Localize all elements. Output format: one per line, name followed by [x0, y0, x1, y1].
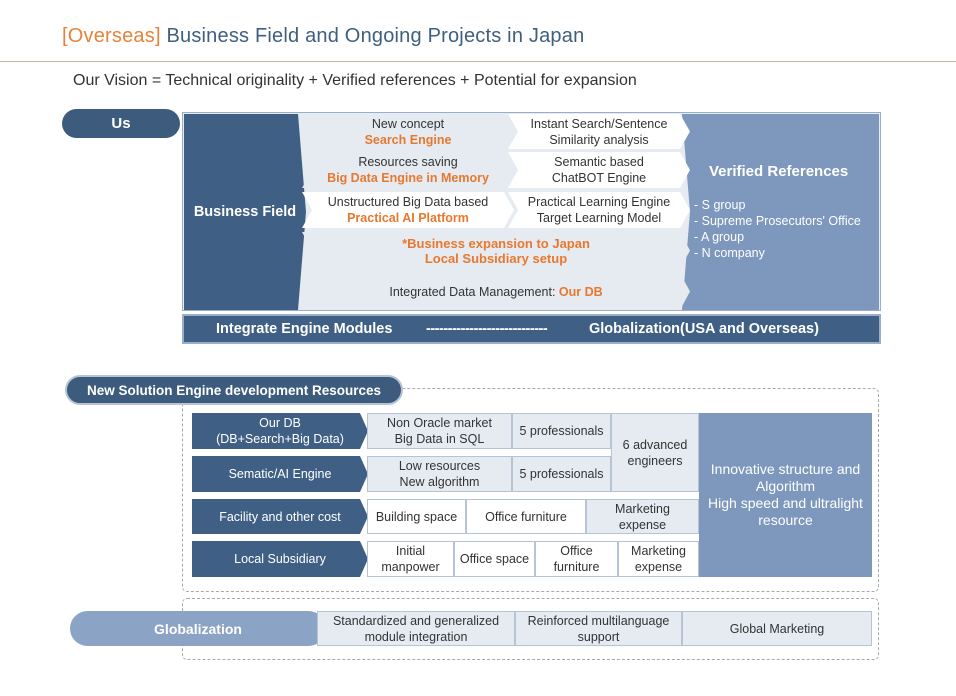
- our-db-label: Our DB (DB+Search+Big Data): [192, 413, 368, 449]
- title-main: Business Field and Ongoing Projects in J…: [166, 25, 585, 47]
- search-engine-cell: New concept Search Engine: [302, 114, 514, 149]
- reference-item: - S group: [694, 198, 746, 212]
- ai-platform-cell: Unstructured Big Data based Practical AI…: [302, 192, 514, 228]
- reference-item: - N company: [694, 246, 765, 260]
- box-text: resource: [758, 512, 813, 528]
- low-resources-cell: Low resources New algorithm: [367, 456, 512, 492]
- cell-text: Resources saving: [358, 155, 458, 169]
- references-title: Verified References: [709, 163, 849, 180]
- module-integration-cell: Standardized and generalized module inte…: [317, 611, 515, 646]
- marketing-expense-cell: Marketing expense: [586, 499, 699, 534]
- cell-text: Standardized and generalized: [332, 613, 500, 628]
- highlight-text: Our DB: [558, 284, 603, 299]
- reference-item: - Supreme Prosecutors' Office: [694, 214, 861, 228]
- cell-text: Semantic based: [554, 155, 644, 169]
- building-space-cell: Building space: [367, 499, 466, 534]
- integrate-label: Integrate Engine Modules: [216, 321, 393, 337]
- cell-text: expense: [618, 517, 667, 532]
- references-list: - S group - Supreme Prosecutors' Office …: [694, 197, 861, 261]
- chatbot-engine-cell: Semantic based ChatBOT Engine: [508, 152, 690, 188]
- cell-text: 6 advanced: [622, 437, 688, 452]
- highlight-text: Search Engine: [364, 132, 452, 147]
- office-furniture-cell: Office furniture: [466, 499, 586, 534]
- cell-text: Practical Learning Engine: [527, 195, 671, 209]
- verified-references-box: [682, 114, 879, 310]
- integrate-bar: Integrate Engine Modules ---------------…: [182, 314, 881, 344]
- cell-text: Target Learning Model: [536, 211, 662, 225]
- cell-text: Instant Search/Sentence: [530, 116, 668, 131]
- box-text: High speed and ultralight: [708, 495, 863, 511]
- multilanguage-cell: Reinforced multilanguage support: [515, 611, 682, 646]
- cell-text: Similarity analysis: [549, 132, 649, 147]
- marketing-expense-cell: Marketing expense: [618, 541, 699, 577]
- cell-text: New concept: [371, 116, 445, 131]
- cell-text: Marketing: [631, 544, 686, 558]
- business-expansion-cell: *Business expansion to Japan Local Subsi…: [302, 232, 690, 269]
- highlight-text: *Business expansion to Japan: [402, 235, 590, 251]
- globalization-pill: Globalization: [70, 611, 326, 646]
- cell-text: Office: [560, 544, 593, 558]
- semantic-engine-label: Sematic/AI Engine: [192, 456, 368, 492]
- business-field-label: Business Field: [184, 114, 306, 310]
- initial-manpower-cell: Initial manpower: [367, 541, 454, 577]
- cell-text: ChatBOT Engine: [551, 171, 647, 185]
- integrated-data-cell: Integrated Data Management: Our DB: [302, 273, 690, 310]
- advanced-engineers-cell: 6 advanced engineers: [611, 413, 699, 492]
- highlight-text: Local Subsidiary setup: [424, 250, 568, 266]
- cell-text: Low resources: [398, 459, 481, 473]
- cell-text: New algorithm: [399, 475, 480, 489]
- instant-search-cell: Instant Search/Sentence Similarity analy…: [508, 114, 690, 149]
- us-pill: Us: [62, 109, 180, 138]
- cell-text: Marketing: [615, 501, 670, 516]
- cell-text: expense: [634, 560, 683, 574]
- bar-dashes: ----------------------------: [426, 321, 548, 337]
- resources-frame: [182, 388, 879, 592]
- innovative-structure-box: Innovative structure and Algorithm High …: [699, 413, 872, 577]
- cell-text: engineers: [627, 453, 683, 468]
- reference-item: - A group: [694, 230, 745, 244]
- title-prefix: [Overseas]: [62, 25, 161, 47]
- cell-text: module integration: [364, 629, 468, 644]
- highlight-text: Practical AI Platform: [347, 211, 469, 225]
- big-data-engine-cell: Resources saving Big Data Engine in Memo…: [302, 152, 514, 188]
- cell-text: Reinforced multilanguage: [527, 613, 670, 628]
- cell-text: Non Oracle market: [387, 416, 492, 430]
- professionals-cell: 5 professionals: [512, 456, 611, 492]
- learning-engine-cell: Practical Learning Engine Target Learnin…: [508, 192, 690, 228]
- box-text: Algorithm: [755, 478, 816, 494]
- cell-text: manpower: [381, 560, 440, 574]
- non-oracle-cell: Non Oracle market Big Data in SQL: [367, 413, 512, 449]
- label-text: (DB+Search+Big Data): [216, 432, 344, 446]
- local-subsidiary-label: Local Subsidiary: [192, 541, 368, 577]
- page-title: [Overseas] Business Field and Ongoing Pr…: [62, 25, 584, 48]
- highlight-text: Big Data Engine in Memory: [327, 171, 489, 185]
- label-text: Our DB: [259, 416, 301, 430]
- office-space-cell: Office space: [454, 541, 535, 577]
- cell-text: furniture: [553, 560, 600, 574]
- globalization-label: Globalization(USA and Overseas): [589, 321, 819, 337]
- cell-text: Big Data in SQL: [394, 432, 485, 446]
- title-divider: [0, 61, 956, 62]
- cell-text: Initial: [395, 544, 426, 558]
- professionals-cell: 5 professionals: [512, 413, 611, 449]
- box-text: Innovative structure and: [710, 461, 861, 477]
- global-marketing-cell: Global Marketing: [682, 611, 872, 646]
- office-furniture-cell: Office furniture: [535, 541, 618, 577]
- vision-statement: Our Vision = Technical originality + Ver…: [73, 72, 637, 89]
- resources-pill: New Solution Engine development Resource…: [65, 375, 403, 405]
- cell-text: Unstructured Big Data based: [327, 195, 489, 209]
- facility-cost-label: Facility and other cost: [192, 499, 368, 534]
- cell-text: Integrated Data Management:: [389, 284, 559, 299]
- cell-text: support: [577, 629, 620, 644]
